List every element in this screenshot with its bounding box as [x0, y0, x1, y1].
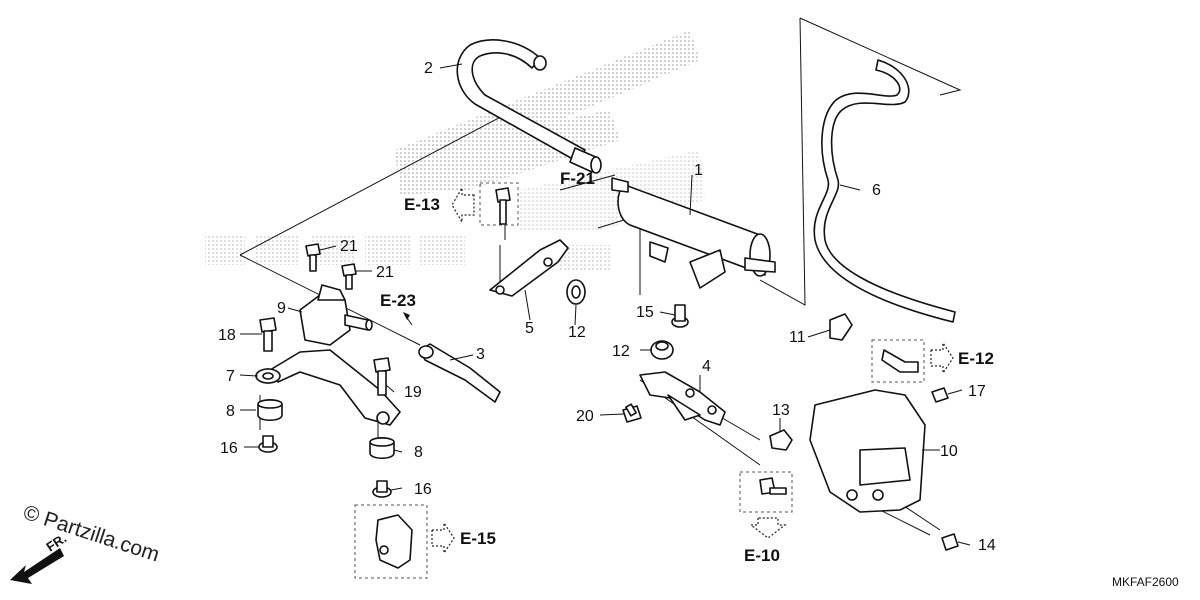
- callout-12b: 12: [612, 343, 630, 360]
- part-1-canister: [611, 177, 776, 289]
- callout-16a: 16: [220, 440, 238, 457]
- ref-e15: E-15: [460, 529, 496, 548]
- callout-21b: 21: [376, 264, 394, 281]
- part-17-screw: [931, 387, 949, 403]
- part-7-washer: [255, 368, 281, 384]
- e13-arrow: [451, 185, 475, 225]
- callout-14: 14: [978, 537, 996, 554]
- part-10-cover: [809, 389, 926, 513]
- callout-5: 5: [525, 320, 534, 337]
- part-6-hose: [813, 59, 956, 323]
- part-15-collar: [671, 304, 689, 328]
- part-21-bolts: [305, 243, 357, 290]
- part-4-bracket: [639, 371, 726, 426]
- callout-2: 2: [424, 60, 433, 77]
- watermark: © Partzilla.com: [20, 501, 162, 567]
- callout-12a: 12: [568, 324, 586, 341]
- part-18-bolt: [259, 317, 277, 352]
- e12-arrow: [930, 341, 954, 375]
- part-19-bolt: [373, 357, 391, 396]
- callout-20: 20: [576, 408, 594, 425]
- callout-15: 15: [636, 304, 654, 321]
- ref-e10: E-10: [744, 546, 780, 565]
- callout-8b: 8: [414, 444, 423, 461]
- callout-13: 13: [772, 402, 790, 419]
- callout-16b: 16: [414, 481, 432, 498]
- ref-e12: E-12: [958, 349, 994, 368]
- ref-e23: E-23: [380, 291, 416, 310]
- callout-7: 7: [226, 368, 235, 385]
- callout-11: 11: [789, 329, 806, 346]
- part-5-bracket: [489, 239, 569, 297]
- front-direction-arrow: [10, 548, 64, 584]
- callout-3: 3: [476, 346, 485, 363]
- callout-19: 19: [404, 384, 422, 401]
- e10-arrow: [749, 517, 787, 539]
- callout-17: 17: [968, 383, 986, 400]
- ref-e13: E-13: [404, 195, 440, 214]
- e15-arrow: [431, 521, 455, 555]
- part-14-screw: [941, 533, 959, 551]
- diagram-code: MKFAF2600: [1112, 575, 1179, 589]
- reference-labels: F-21 E-13 E-23 E-12 E-15 E-10: [380, 169, 994, 565]
- callout-4: 4: [702, 358, 711, 375]
- part-3-hose: [418, 343, 501, 403]
- e12-bolt: [871, 339, 925, 383]
- ref-arrows: [403, 185, 954, 555]
- callout-numbers: 1 2 3 4 5 6 7 8 8 9 10 11 12 12 13 14 15…: [218, 60, 996, 554]
- callout-18: 18: [218, 327, 236, 344]
- e15-bracket: [354, 504, 428, 579]
- part-9-valve: [260, 284, 401, 426]
- part-2-hose: [456, 39, 602, 174]
- part-13-collar: [769, 429, 793, 451]
- part-8-grommets: [257, 398, 395, 460]
- callout-8a: 8: [226, 403, 235, 420]
- callout-1: 1: [694, 162, 703, 179]
- part-11-clip: [829, 313, 853, 341]
- bolt-e13: [479, 182, 519, 226]
- callout-9: 9: [277, 300, 286, 317]
- ref-f21: F-21: [560, 169, 595, 188]
- part-16-collars: [258, 435, 392, 498]
- part-12-grommets: [566, 279, 674, 360]
- part-20-bolt: [622, 403, 642, 423]
- callout-6: 6: [872, 182, 881, 199]
- e10-bolt: [739, 471, 793, 513]
- callout-leaders: [239, 63, 971, 546]
- callout-10: 10: [940, 443, 958, 460]
- callout-21a: 21: [340, 238, 358, 255]
